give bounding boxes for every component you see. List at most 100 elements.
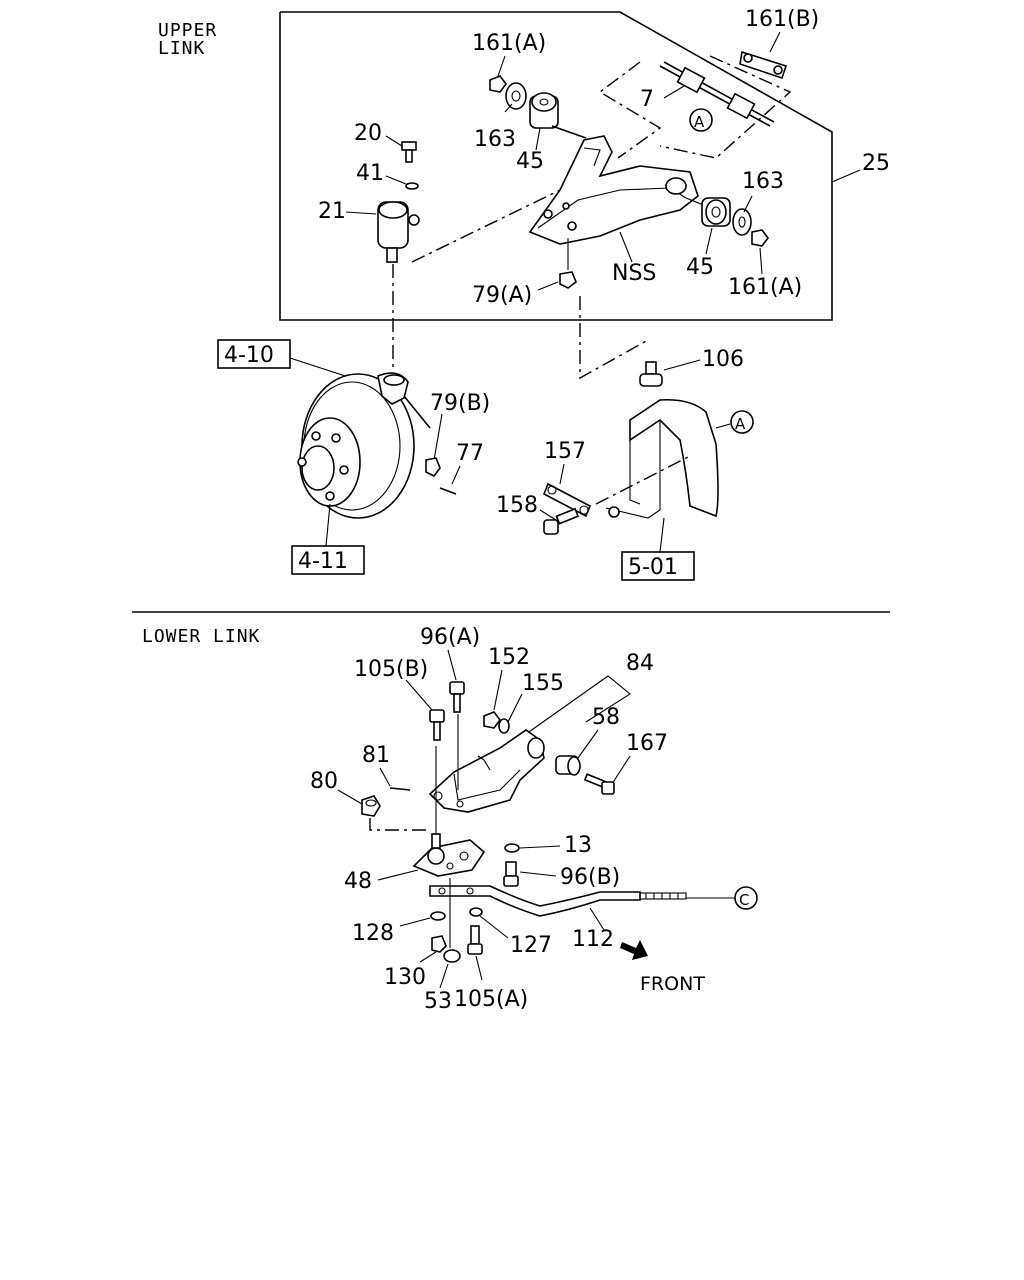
shaft-7 — [659, 61, 775, 127]
front-arrow-icon — [620, 940, 648, 960]
lock-plate-161b — [739, 50, 788, 80]
leader-127 — [479, 915, 509, 939]
label-84: 84 — [626, 651, 654, 676]
label-128: 128 — [352, 921, 394, 946]
nut-161a-bottom — [751, 229, 769, 247]
washer-155 — [498, 718, 510, 734]
label-20: 20 — [354, 121, 382, 146]
label-nss: NSS — [612, 261, 656, 286]
leader-112 — [589, 907, 605, 931]
ref-box-4-11 — [291, 545, 365, 575]
label-105a: 105(A) — [454, 987, 528, 1012]
leader-58 — [577, 729, 599, 759]
leader-130 — [419, 951, 437, 963]
label-7: 7 — [640, 87, 654, 112]
tension-rod-112 — [429, 885, 687, 917]
upper-control-arm — [528, 135, 699, 245]
washer-127 — [469, 907, 483, 917]
leader-4-11 — [325, 503, 331, 547]
nut-152 — [483, 711, 501, 729]
leader-157 — [559, 463, 565, 485]
bolt-20 — [401, 141, 417, 163]
ref-a-upper-text: A — [694, 113, 705, 131]
leader-79b — [433, 413, 443, 461]
bolt-96b — [503, 861, 519, 887]
nut-161a-top — [489, 75, 507, 93]
leader-25 — [831, 169, 861, 183]
rebound-bumper-106 — [639, 361, 663, 387]
label-96a: 96(A) — [420, 625, 480, 650]
leader-7 — [663, 85, 685, 99]
label-167: 167 — [626, 731, 668, 756]
dash-bumper — [579, 296, 649, 380]
leader-79a — [537, 281, 559, 291]
frame-bracket — [605, 398, 719, 519]
assembly-25-outline — [279, 11, 833, 321]
steering-knuckle — [377, 372, 431, 429]
cotter-pin-81 — [389, 787, 411, 791]
washer-41 — [405, 182, 419, 190]
label-161a-top: 161(A) — [472, 31, 546, 56]
nut-53 — [443, 949, 461, 963]
label-112: 112 — [572, 927, 614, 952]
label-front: FRONT — [640, 973, 705, 995]
lower-link-title: LOWER LINK — [142, 626, 260, 647]
leader-161a-bottom — [759, 247, 763, 275]
leader-84 — [525, 675, 631, 735]
ref-box-5-01 — [621, 551, 695, 581]
ref-5-01: 5-01 — [628, 555, 678, 580]
label-127: 127 — [510, 933, 552, 958]
label-163-left: 163 — [474, 127, 516, 152]
dash-balljoint-arm — [411, 189, 561, 263]
dash-bushing-arm — [551, 125, 587, 139]
ref-box-4-10 — [217, 339, 291, 369]
washer-163-right — [732, 208, 752, 236]
ref-circle-c — [734, 886, 758, 910]
brake-disc-hub — [297, 373, 415, 519]
label-152: 152 — [488, 645, 530, 670]
label-45-right: 45 — [686, 255, 714, 280]
label-79b: 79(B) — [430, 391, 490, 416]
label-106: 106 — [702, 347, 744, 372]
lower-arm-bracket-84 — [428, 729, 545, 813]
washer-163-left — [505, 82, 527, 110]
washer-13 — [504, 843, 520, 853]
nut-80 — [361, 795, 381, 817]
label-161a-bottom: 161(A) — [728, 275, 802, 300]
label-53: 53 — [424, 989, 452, 1014]
label-96b: 96(B) — [560, 865, 620, 890]
leader-13 — [519, 845, 561, 849]
leader-nss — [619, 231, 633, 263]
leader-163-right — [743, 195, 753, 213]
leader-21 — [345, 211, 377, 215]
label-105b: 105(B) — [354, 657, 428, 682]
leader-161a-top — [497, 55, 506, 77]
leader-5-01 — [659, 517, 665, 553]
leader-163-left — [504, 103, 513, 113]
dash-shaft-right — [659, 55, 792, 159]
nut-79a — [559, 271, 577, 289]
leader-155 — [507, 693, 523, 723]
ref-a-frame-text: A — [735, 415, 746, 433]
leader-48 — [377, 869, 419, 881]
label-130: 130 — [384, 965, 426, 990]
leader-128 — [399, 917, 431, 927]
bushing-45-right — [701, 197, 731, 227]
bushing-58 — [555, 755, 581, 776]
leader-167 — [611, 755, 631, 785]
label-13: 13 — [564, 833, 592, 858]
bushing-45-left — [529, 92, 559, 129]
nut-79b — [425, 457, 441, 478]
leader-45-right — [705, 227, 713, 255]
ref-circle-a-upper — [689, 108, 713, 132]
label-80: 80 — [310, 769, 338, 794]
leader-96b — [519, 871, 557, 877]
nut-130 — [431, 935, 447, 953]
ref-4-11: 4-11 — [298, 549, 348, 574]
bolt-167 — [583, 773, 615, 795]
leader-77 — [451, 465, 461, 485]
leader-53 — [439, 963, 449, 989]
leader-105a — [475, 955, 483, 981]
label-41: 41 — [356, 161, 384, 186]
leader-80 — [337, 789, 363, 805]
